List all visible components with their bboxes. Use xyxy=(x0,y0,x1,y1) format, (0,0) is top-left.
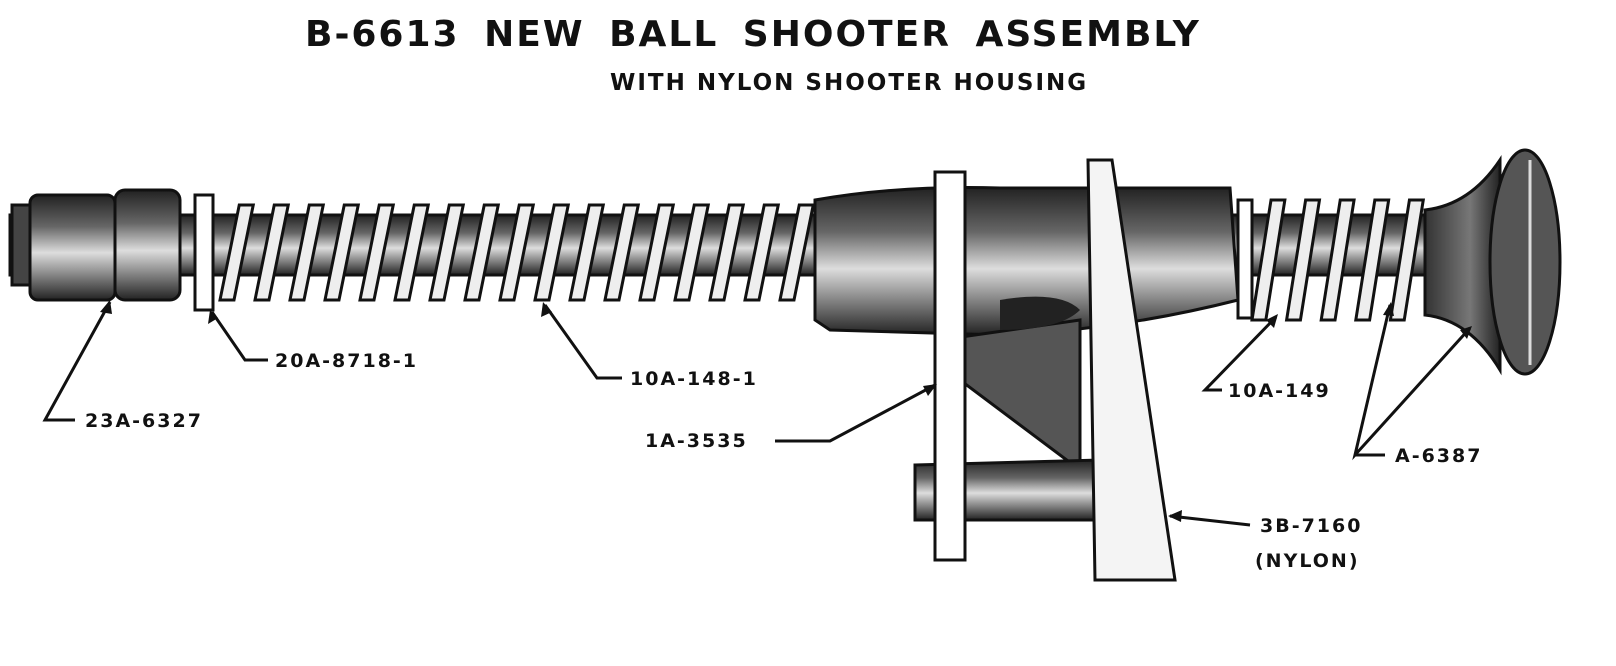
spring-coil xyxy=(708,203,746,302)
spring-coil xyxy=(533,203,571,302)
leader-arrowheads xyxy=(100,300,1472,522)
part-label-washer: 20A-8718-1 xyxy=(275,350,419,372)
part-label-bracket-plate: 1A-3535 xyxy=(645,430,748,452)
spring-coil xyxy=(393,203,431,302)
part-label-main-spring: 10A-148-1 xyxy=(630,368,758,390)
spring-coil xyxy=(638,203,676,302)
spring-coil xyxy=(428,203,466,302)
part-label-housing-material: (NYLON) xyxy=(1255,550,1360,572)
spring-coil xyxy=(673,203,711,302)
knob xyxy=(1423,148,1562,376)
spring-coil xyxy=(253,203,291,302)
drawing-title: B-6613 NEW BALL SHOOTER ASSEMBLY xyxy=(305,14,1201,55)
main-spring xyxy=(218,203,816,302)
spring-coil xyxy=(218,203,256,302)
spring-coil xyxy=(358,203,396,302)
spring-coil xyxy=(1319,198,1356,322)
spring-coil xyxy=(323,203,361,302)
part-label-housing: 3B-7160 xyxy=(1260,515,1363,537)
spring-coil xyxy=(1354,198,1391,322)
spring-coil xyxy=(568,203,606,302)
spring-coil xyxy=(778,203,816,302)
spring-coil xyxy=(743,203,781,302)
spring-coil xyxy=(603,203,641,302)
part-label-knob-rod: A-6387 xyxy=(1395,445,1483,467)
bracket-plate xyxy=(933,170,967,562)
part-label-end-nut: 23A-6327 xyxy=(85,410,203,432)
rear-spring xyxy=(1250,198,1426,322)
washer xyxy=(193,193,215,312)
leader-lines xyxy=(42,301,1472,527)
shooter-housing xyxy=(813,186,1240,522)
spring-coil xyxy=(1284,198,1322,322)
spring-coil xyxy=(498,203,536,302)
end-nut xyxy=(10,188,182,302)
nylon-wedge xyxy=(1086,158,1177,582)
spring-coil xyxy=(1250,198,1287,322)
spring-coil xyxy=(463,203,501,302)
drawing-subtitle: WITH NYLON SHOOTER HOUSING xyxy=(610,70,1089,96)
spring-coil xyxy=(1388,198,1426,322)
part-label-rear-spring: 10A-149 xyxy=(1228,380,1331,402)
spring-coil xyxy=(288,203,326,302)
